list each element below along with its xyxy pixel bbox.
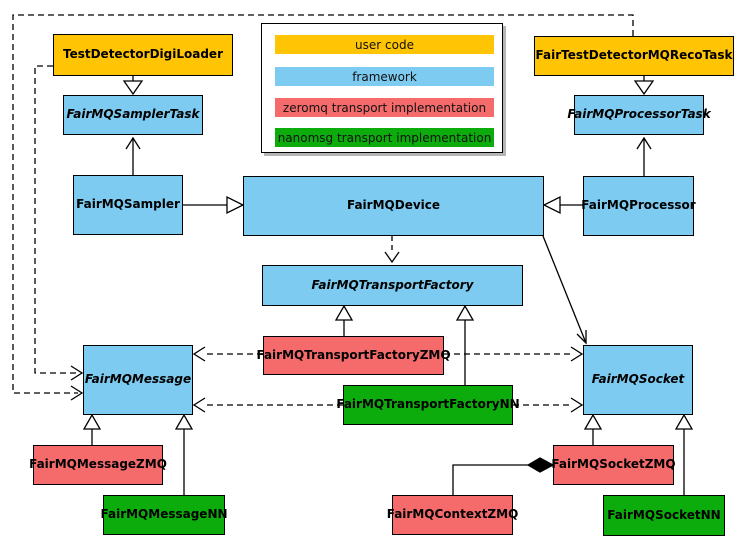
legend: user code framework zeromq transport imp… (261, 23, 503, 153)
class-box-fairmqmessage: FairMQMessage (83, 345, 193, 415)
class-box-fairmqtransportfactoryzmq: FairMQTransportFactoryZMQ (256, 336, 451, 375)
class-label: FairMQMessageNN (100, 507, 228, 522)
class-label: FairMQSocketNN (607, 507, 721, 522)
legend-item-zeromq: zeromq transport implementation (275, 98, 494, 117)
class-label: FairMQSocketZMQ (551, 457, 676, 472)
class-box-fairmqprocessor: FairMQProcessor (581, 176, 696, 236)
legend-item-nanomsg: nanomsg transport implementation (275, 128, 494, 147)
edge-messagenn-message (174, 413, 194, 495)
legend-item-framework: framework (275, 67, 494, 86)
class-label: FairMQMessageZMQ (29, 457, 167, 472)
class-box-fairmqsampler: FairMQSampler (73, 175, 183, 235)
legend-label: zeromq transport implementation (282, 100, 487, 115)
class-label: FairTestDetectorMQRecoTask (535, 48, 733, 63)
class-box-fairmqsamplertask: FairMQSamplerTask (63, 95, 203, 135)
class-label: FairMQTransportFactory (311, 277, 474, 292)
class-box-fairmqprocessortask: FairMQProcessorTask (567, 95, 711, 135)
edge-tfzmq-transportfactory (334, 304, 354, 336)
class-label: TestDetectorDigiLoader (62, 47, 223, 62)
class-label: FairMQTransportFactoryZMQ (256, 347, 451, 362)
class-box-fairmqtransportfactory: FairMQTransportFactory (262, 265, 523, 306)
class-box-fairmqmessagenn: FairMQMessageNN (100, 495, 228, 535)
edge-device-to-socket (542, 235, 587, 345)
edge-recotask-to-message (12, 14, 634, 401)
edge-sampler-device (183, 195, 245, 215)
class-label: FairMQProcessor (581, 198, 696, 213)
legend-label: framework (352, 69, 417, 84)
legend-item-user-code: user code (275, 35, 494, 54)
class-box-fairmqtransportfactorynn: FairMQTransportFactoryNN (336, 385, 520, 425)
legend-label: user code (355, 37, 414, 52)
class-box-fairtestdetectormqrecotask: FairTestDetectorMQRecoTask (534, 36, 734, 76)
edge-processor-device (542, 195, 583, 215)
edge-processor-to-processortask (636, 136, 652, 176)
edge-socketnn-socket (674, 413, 694, 495)
edge-tfnn-transportfactory (455, 304, 475, 385)
edge-contextzmq-socketzmq (452, 457, 555, 495)
class-label: FairMQSamplerTask (66, 107, 200, 122)
class-box-fairmqsocketzmq: FairMQSocketZMQ (551, 445, 676, 485)
class-box-fairmqmessagezmq: FairMQMessageZMQ (29, 445, 167, 485)
edge-messagezmq-message (82, 413, 102, 445)
edge-digiloader-to-message (34, 65, 84, 381)
edge-sampler-to-samplertask (125, 136, 141, 175)
edge-digiloader-samplertask (122, 76, 144, 96)
edge-tfnn-to-socket (513, 397, 584, 413)
class-label: FairMQSocket (591, 372, 685, 387)
edge-recotask-processortask (633, 76, 655, 96)
edge-tfzmq-to-message (192, 346, 263, 362)
class-box-fairmqdevice: FairMQDevice (243, 176, 544, 236)
legend-label: nanomsg transport implementation (277, 130, 492, 145)
class-label: FairMQTransportFactoryNN (336, 397, 520, 412)
class-label: FairMQMessage (84, 372, 192, 387)
edge-tfnn-to-message (192, 397, 343, 413)
edge-socketzmq-socket (583, 413, 603, 445)
class-box-fairmqsocket: FairMQSocket (583, 345, 693, 415)
class-label: FairMQContextZMQ (386, 507, 519, 522)
class-label: FairMQProcessorTask (567, 107, 711, 122)
edge-device-to-transportfactory (384, 236, 400, 264)
class-box-testdetectordigiloader: TestDetectorDigiLoader (53, 34, 233, 76)
edge-tfzmq-to-socket (444, 346, 584, 362)
class-label: FairMQDevice (346, 198, 441, 213)
class-box-fairmqcontextzmq: FairMQContextZMQ (387, 495, 518, 535)
class-box-fairmqsocketnn: FairMQSocketNN (603, 495, 725, 536)
class-label: FairMQSampler (76, 197, 180, 212)
